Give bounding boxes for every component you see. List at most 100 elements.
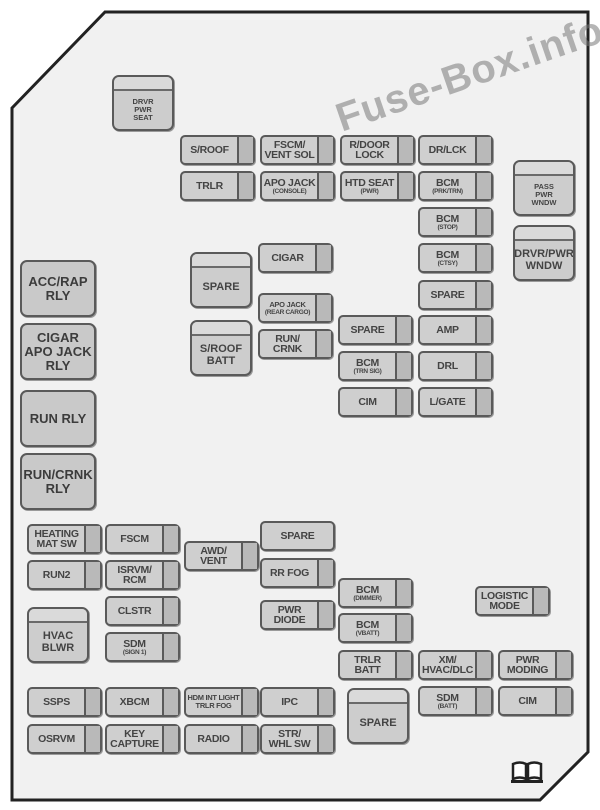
fuse-label-main: BCM <box>435 212 459 225</box>
fuse-label: XM/HVAC/DLC <box>420 652 475 678</box>
fuse-label: RADIO <box>186 726 241 752</box>
relay-spare: SPARE <box>190 252 252 308</box>
relay-label-line: PWR <box>535 190 553 199</box>
fuse-tab <box>395 580 411 606</box>
fuse-drl: DRL <box>418 351 493 381</box>
fuse-label: SDM(BATT) <box>420 688 475 714</box>
fuse-tab <box>317 602 333 628</box>
fuse-tab <box>84 562 100 588</box>
fuse-label-sub: CRNK <box>272 343 303 355</box>
fuse-fscm: FSCM <box>105 524 180 554</box>
fuse-tab <box>395 353 411 379</box>
relay-label-line: RLY <box>45 480 71 496</box>
fuse-label-main: HEATING <box>34 528 79 540</box>
fuse-label-sub: (TRN SIG) <box>353 367 382 375</box>
fuse-bcm-ctsy: BCM(CTSY) <box>418 243 493 273</box>
fuse-label: OSRVM <box>29 726 84 752</box>
fuse-label: SPARE <box>420 282 475 308</box>
fuse-bcm-dimmer: BCM(DIMMER) <box>338 578 413 608</box>
fuse-label-main: SPARE <box>280 530 315 542</box>
fuse-htd-seat-pwr: HTD SEAT(PWR) <box>340 171 415 201</box>
relay-label-line: RUN RLY <box>29 410 87 426</box>
fuse-label-sub: (REAR CARGO) <box>264 308 311 316</box>
fuse-tab <box>237 137 253 163</box>
fuse-label-main: DRL <box>437 360 458 372</box>
fuse-label-main: ISRVM/ <box>117 564 152 576</box>
fuse-label: CLSTR <box>107 598 162 624</box>
fuse-label: S/ROOF <box>182 137 237 163</box>
fuse-ssps: SSPS <box>27 687 102 717</box>
fuse-label-sub: DIODE <box>273 614 306 626</box>
fuse-label: CIM <box>500 688 555 714</box>
fuse-label-main: APO JACK <box>263 176 316 189</box>
fuse-label-main: IPC <box>281 696 298 708</box>
fuse-label: RR FOG <box>262 560 317 586</box>
fuse-tab <box>317 689 333 715</box>
fuse-label: RUN/CRNK <box>260 331 315 357</box>
fuse-tab <box>317 173 333 199</box>
relay-label-line: S/ROOF <box>199 343 243 355</box>
fuse-label: XBCM <box>107 689 162 715</box>
fuse-l-gate: L/GATE <box>418 387 493 417</box>
fuse-label-main: LOGISTIC <box>480 590 529 602</box>
fuse-label-main: SPARE <box>350 324 385 336</box>
fuse-label: SPARE <box>262 523 333 549</box>
fuse-radio: RADIO <box>184 724 259 754</box>
fuse-bcm-stop: BCM(STOP) <box>418 207 493 237</box>
fuse-label-sub: (SIGN 1) <box>122 648 147 656</box>
relay-label-line: RLY <box>45 287 71 303</box>
fuse-sdm-sign-1: SDM(SIGN 1) <box>105 632 180 662</box>
fuse-label: DR/LCK <box>420 137 475 163</box>
relay-top-band <box>192 254 250 268</box>
fuse-tab <box>317 726 333 752</box>
relay-top-band <box>29 609 87 623</box>
fuse-label-sub: WHL SW <box>268 738 311 750</box>
fuse-label: BCM(TRN SIG) <box>340 353 395 379</box>
fuse-label: BCM(VBATT) <box>340 615 395 641</box>
fuse-tab <box>317 560 333 586</box>
relay-label-line: HVAC <box>42 630 74 642</box>
relay-top-band <box>515 162 573 176</box>
fuse-tab <box>395 389 411 415</box>
fuse-label: STR/WHL SW <box>262 726 317 752</box>
fuse-label-sub: (VBATT) <box>355 629 380 637</box>
fuse-label: BCM(PRK/TRN) <box>420 173 475 199</box>
relay-top-band <box>515 227 573 241</box>
fuse-label-sub: LOCK <box>355 149 384 161</box>
fuse-tab <box>475 173 491 199</box>
fuse-isrvm-rcm: ISRVM/RCM <box>105 560 180 590</box>
relay-label-line: WNDW <box>531 198 557 207</box>
fuse-label-main: SPARE <box>430 289 465 301</box>
fuse-label: L/GATE <box>420 389 475 415</box>
fuse-label-sub: (DIMMER) <box>353 594 382 602</box>
fuse-label: DRL <box>420 353 475 379</box>
fuse-label: FSCM/VENT SOL <box>262 137 317 163</box>
fuse-label-sub: TRLR FOG <box>195 701 232 710</box>
fuse-label-main: BCM <box>435 176 459 189</box>
fuse-label-main: BCM <box>355 356 379 369</box>
fuse-apo-jack-console: APO JACK(CONSOLE) <box>260 171 335 201</box>
fuse-label: CIGAR <box>260 245 315 271</box>
relay-label-line: WNDW <box>525 260 563 272</box>
fuse-label: TRLR <box>182 173 237 199</box>
fuse-ipc: IPC <box>260 687 335 717</box>
fuse-label-main: R/DOOR <box>349 139 390 151</box>
fuse-run2: RUN2 <box>27 560 102 590</box>
fuse-label-main: AMP <box>436 324 459 336</box>
fuse-tab <box>475 652 491 678</box>
relay-top-band <box>349 690 407 704</box>
fuse-label-sub: (BATT) <box>437 702 458 710</box>
fuse-label-sub: (PWR) <box>360 187 379 195</box>
fuse-label-main: HTD SEAT <box>344 176 395 189</box>
book-icon <box>511 761 543 783</box>
